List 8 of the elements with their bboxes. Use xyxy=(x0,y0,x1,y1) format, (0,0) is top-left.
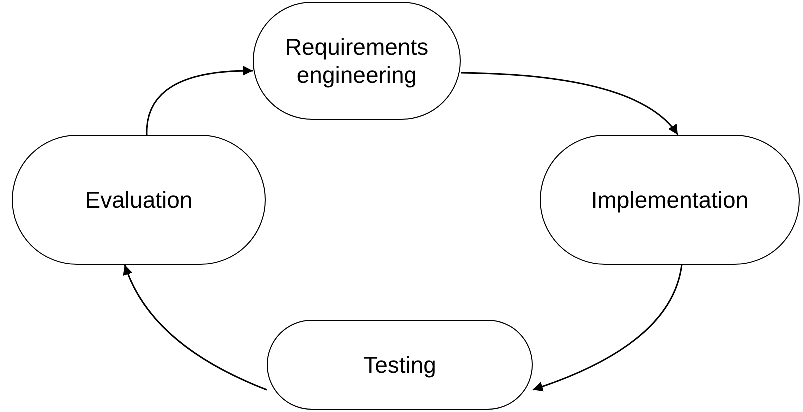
node-label: Testing xyxy=(364,351,436,379)
node-label: Requirements engineering xyxy=(284,33,430,89)
curved-arrow xyxy=(146,66,254,136)
curved-arrow xyxy=(532,264,683,392)
curved-arrow xyxy=(124,264,268,391)
node-label: Implementation xyxy=(591,186,749,214)
curved-arrow xyxy=(460,72,679,136)
node-label: Evaluation xyxy=(85,186,193,214)
